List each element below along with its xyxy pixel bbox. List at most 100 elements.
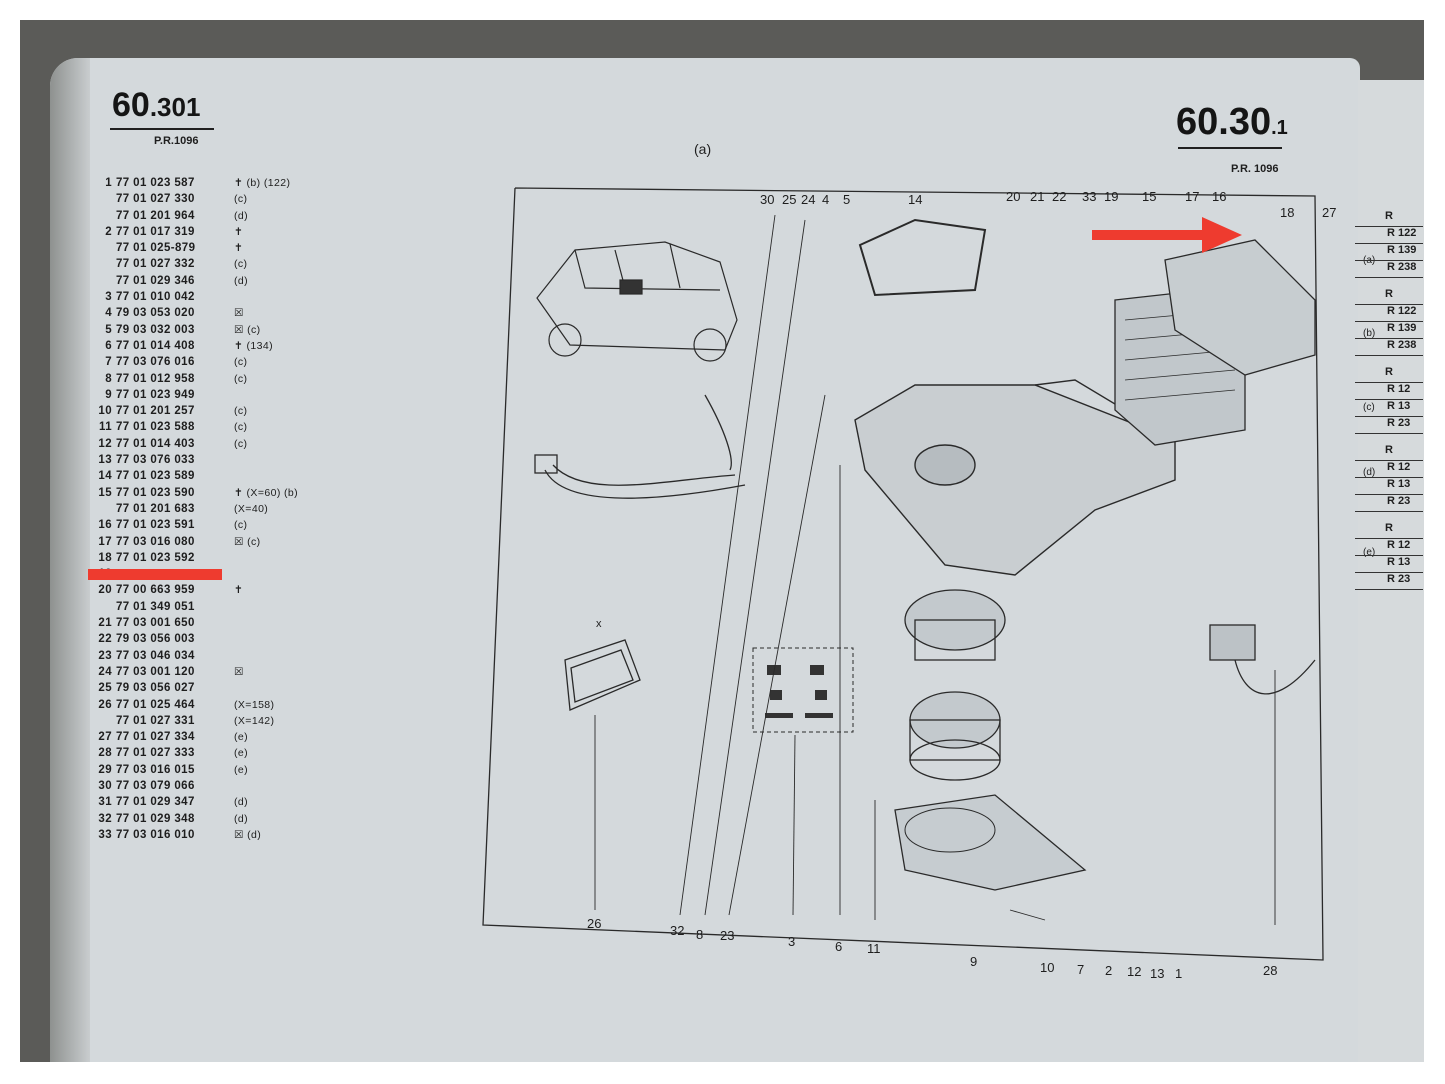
part-note: ☒ bbox=[234, 307, 244, 320]
highlight-bar bbox=[88, 569, 222, 580]
table-row: R 23 bbox=[1387, 495, 1411, 507]
table-group-label: (c) bbox=[1363, 402, 1375, 413]
part-row: 77 01 027 332(c) bbox=[88, 256, 338, 272]
callout-number: 18 bbox=[1280, 205, 1295, 220]
part-number: 16 bbox=[98, 519, 112, 532]
header-rule bbox=[1178, 147, 1282, 149]
callout-number: 6 bbox=[835, 939, 843, 954]
part-row: 77 01 027 330(c) bbox=[88, 191, 338, 207]
part-reference: 77 01 201 964 bbox=[116, 209, 195, 222]
part-note: (c) bbox=[234, 356, 248, 369]
part-note: (X=142) bbox=[234, 714, 275, 727]
table-rule bbox=[1355, 589, 1423, 590]
cover-18 bbox=[1164, 239, 1316, 376]
part-reference: 77 01 349 051 bbox=[116, 600, 195, 613]
part-note: (d) bbox=[234, 274, 249, 287]
part-number: 5 bbox=[105, 323, 112, 336]
part-reference: 77 01 201 683 bbox=[116, 502, 195, 515]
part-reference: 77 01 201 257 bbox=[116, 405, 195, 418]
part-reference: 77 01 025 464 bbox=[116, 698, 195, 711]
callout-number: 22 bbox=[1052, 189, 1067, 204]
callout-number: 5 bbox=[843, 192, 851, 207]
part-reference: 77 01 023 591 bbox=[116, 519, 195, 532]
part-reference: 77 01 023 588 bbox=[116, 421, 195, 434]
part-note: (X=40) bbox=[234, 502, 269, 515]
blower-motor bbox=[904, 589, 1006, 781]
table-rule bbox=[1355, 494, 1423, 495]
part-number: 27 bbox=[98, 731, 112, 744]
table-row: R 12 bbox=[1387, 461, 1411, 473]
table-row: R 13 bbox=[1387, 400, 1411, 412]
catalog-page bbox=[50, 58, 1360, 1062]
part-number: 6 bbox=[105, 339, 112, 352]
part-reference: 77 01 010 042 bbox=[116, 291, 195, 304]
part-reference: 77 03 016 010 bbox=[116, 828, 195, 841]
part-reference: 77 03 076 033 bbox=[116, 454, 195, 467]
pr-right: P.R. 1096 bbox=[1231, 163, 1279, 175]
brush-kit-parts bbox=[765, 665, 833, 718]
part-number: 7 bbox=[105, 356, 112, 369]
part-reference: 77 01 027 330 bbox=[116, 193, 195, 206]
part-note: ✝ (b) (122) bbox=[234, 177, 291, 189]
figure-label: (a) bbox=[694, 141, 712, 157]
part-reference: 77 01 017 319 bbox=[116, 225, 195, 238]
code-main: 60.30 bbox=[1176, 101, 1272, 143]
table-rule bbox=[1355, 433, 1423, 434]
part-note: (c) bbox=[234, 258, 248, 271]
callout-number: 32 bbox=[670, 923, 685, 938]
table-row: R bbox=[1385, 210, 1393, 222]
part-number: 14 bbox=[98, 470, 112, 483]
part-number: 3 bbox=[105, 291, 112, 304]
table-rule bbox=[1355, 243, 1423, 244]
part-number: 4 bbox=[105, 307, 112, 320]
part-number: 9 bbox=[105, 388, 112, 401]
header-rule bbox=[110, 128, 214, 130]
part-note: (d) bbox=[234, 812, 249, 825]
part-number: 15 bbox=[98, 486, 112, 499]
part-note: (e) bbox=[234, 731, 249, 744]
table-row: R 23 bbox=[1387, 417, 1411, 429]
callout-number: 28 bbox=[1263, 963, 1278, 978]
part-note: (c) bbox=[234, 405, 248, 418]
part-note: (c) bbox=[234, 421, 248, 434]
wiring-harness bbox=[534, 394, 746, 499]
table-row: R 238 bbox=[1387, 261, 1417, 273]
part-reference: 77 01 025-879 bbox=[116, 242, 196, 255]
part-number: 13 bbox=[98, 454, 112, 467]
part-reference: 79 03 053 020 bbox=[116, 307, 195, 320]
table-row: R bbox=[1385, 522, 1393, 534]
part-number: 18 bbox=[98, 551, 112, 564]
part-number: 28 bbox=[98, 747, 112, 760]
callout-number: 16 bbox=[1212, 189, 1227, 204]
part-note: ✝ (134) bbox=[234, 339, 274, 352]
callout-number: 21 bbox=[1030, 189, 1045, 204]
part-number: 25 bbox=[98, 682, 112, 695]
part-row: 4 79 03 053 020 ☒ bbox=[88, 305, 338, 321]
callout-number: 4 bbox=[822, 192, 830, 207]
table-rule bbox=[1355, 460, 1423, 461]
part-reference: 79 03 032 003 bbox=[116, 323, 195, 336]
part-reference: 77 01 029 347 bbox=[116, 796, 195, 809]
brush-kit-box bbox=[752, 647, 854, 733]
part-number: 26 bbox=[98, 698, 112, 711]
callout-number: 7 bbox=[1077, 962, 1085, 977]
code-sub: .301 bbox=[149, 92, 201, 122]
table-rule bbox=[1355, 382, 1423, 383]
callout-number: 19 bbox=[1104, 189, 1119, 204]
part-number: 12 bbox=[98, 437, 112, 450]
part-number: 23 bbox=[98, 649, 112, 662]
